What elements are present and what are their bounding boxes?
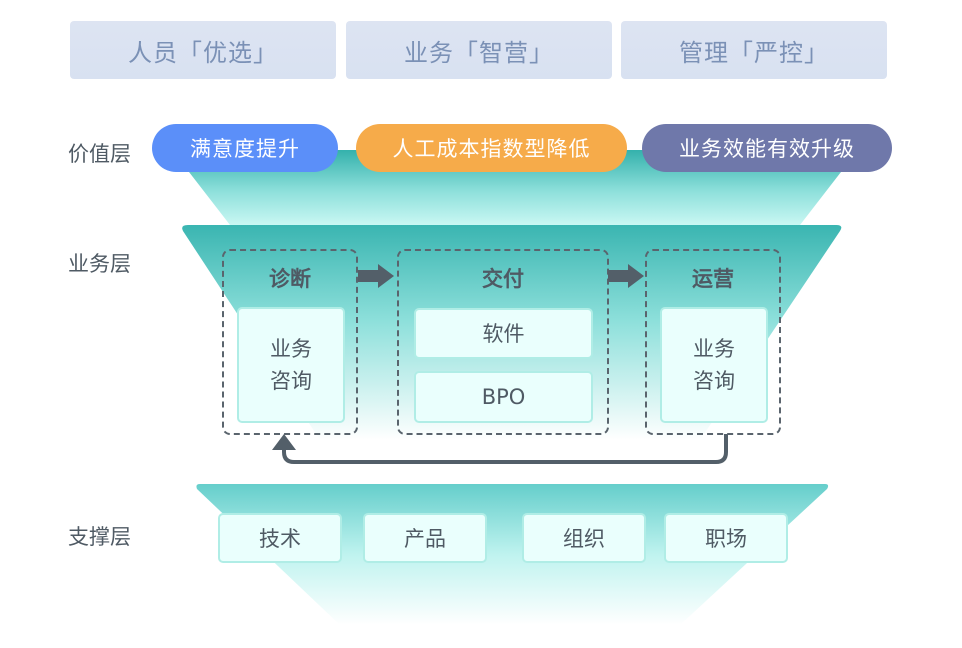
box-label: 业务咨询 <box>693 337 735 393</box>
box-software: 软件 <box>414 308 593 359</box>
box-label: 业务咨询 <box>270 337 312 393</box>
group-operation: 运营 业务咨询 <box>645 249 781 435</box>
group-title: 运营 <box>692 267 734 291</box>
value-pill-efficiency: 业务效能有效升级 <box>642 124 892 172</box>
layer-label-value: 价值层 <box>68 142 131 166</box>
pill-label: 人工成本指数型降低 <box>392 137 591 161</box>
top-card-business: 业务「智营」 <box>346 21 612 79</box>
support-label: 技术 <box>259 527 301 551</box>
box-label: 软件 <box>482 321 525 346</box>
top-card-label: 人员「优选」 <box>128 38 278 67</box>
top-card-label: 业务「智营」 <box>404 38 554 67</box>
support-item-tech: 技术 <box>218 513 342 563</box>
group-delivery: 交付 软件 BPO <box>397 249 609 435</box>
pill-label: 业务效能有效升级 <box>679 137 855 161</box>
top-card-label: 管理「严控」 <box>679 38 829 67</box>
arrow-right-icon <box>608 264 644 288</box>
arrow-right-icon <box>358 264 394 288</box>
box-bpo: BPO <box>414 371 593 423</box>
support-item-product: 产品 <box>363 513 487 563</box>
support-item-workplace: 职场 <box>664 513 788 563</box>
layer-label-business: 业务层 <box>68 252 131 276</box>
layer-label-support: 支撑层 <box>68 525 131 549</box>
top-card-personnel: 人员「优选」 <box>70 21 336 79</box>
pill-label: 满意度提升 <box>190 137 300 161</box>
support-item-organization: 组织 <box>522 513 646 563</box>
support-label: 产品 <box>404 527 446 551</box>
top-card-management: 管理「严控」 <box>621 21 887 79</box>
group-diagnosis: 诊断 业务咨询 <box>222 249 358 435</box>
feedback-loop-arrow-icon <box>272 434 728 464</box>
box-business-consulting: 业务咨询 <box>237 307 345 423</box>
value-pill-satisfaction: 满意度提升 <box>152 124 338 172</box>
group-title: 诊断 <box>269 267 311 291</box>
value-pill-cost: 人工成本指数型降低 <box>356 124 627 172</box>
box-business-consulting: 业务咨询 <box>660 307 768 423</box>
group-title: 交付 <box>482 267 524 291</box>
support-label: 组织 <box>563 527 605 551</box>
support-label: 职场 <box>705 527 747 551</box>
box-label: BPO <box>481 385 526 409</box>
